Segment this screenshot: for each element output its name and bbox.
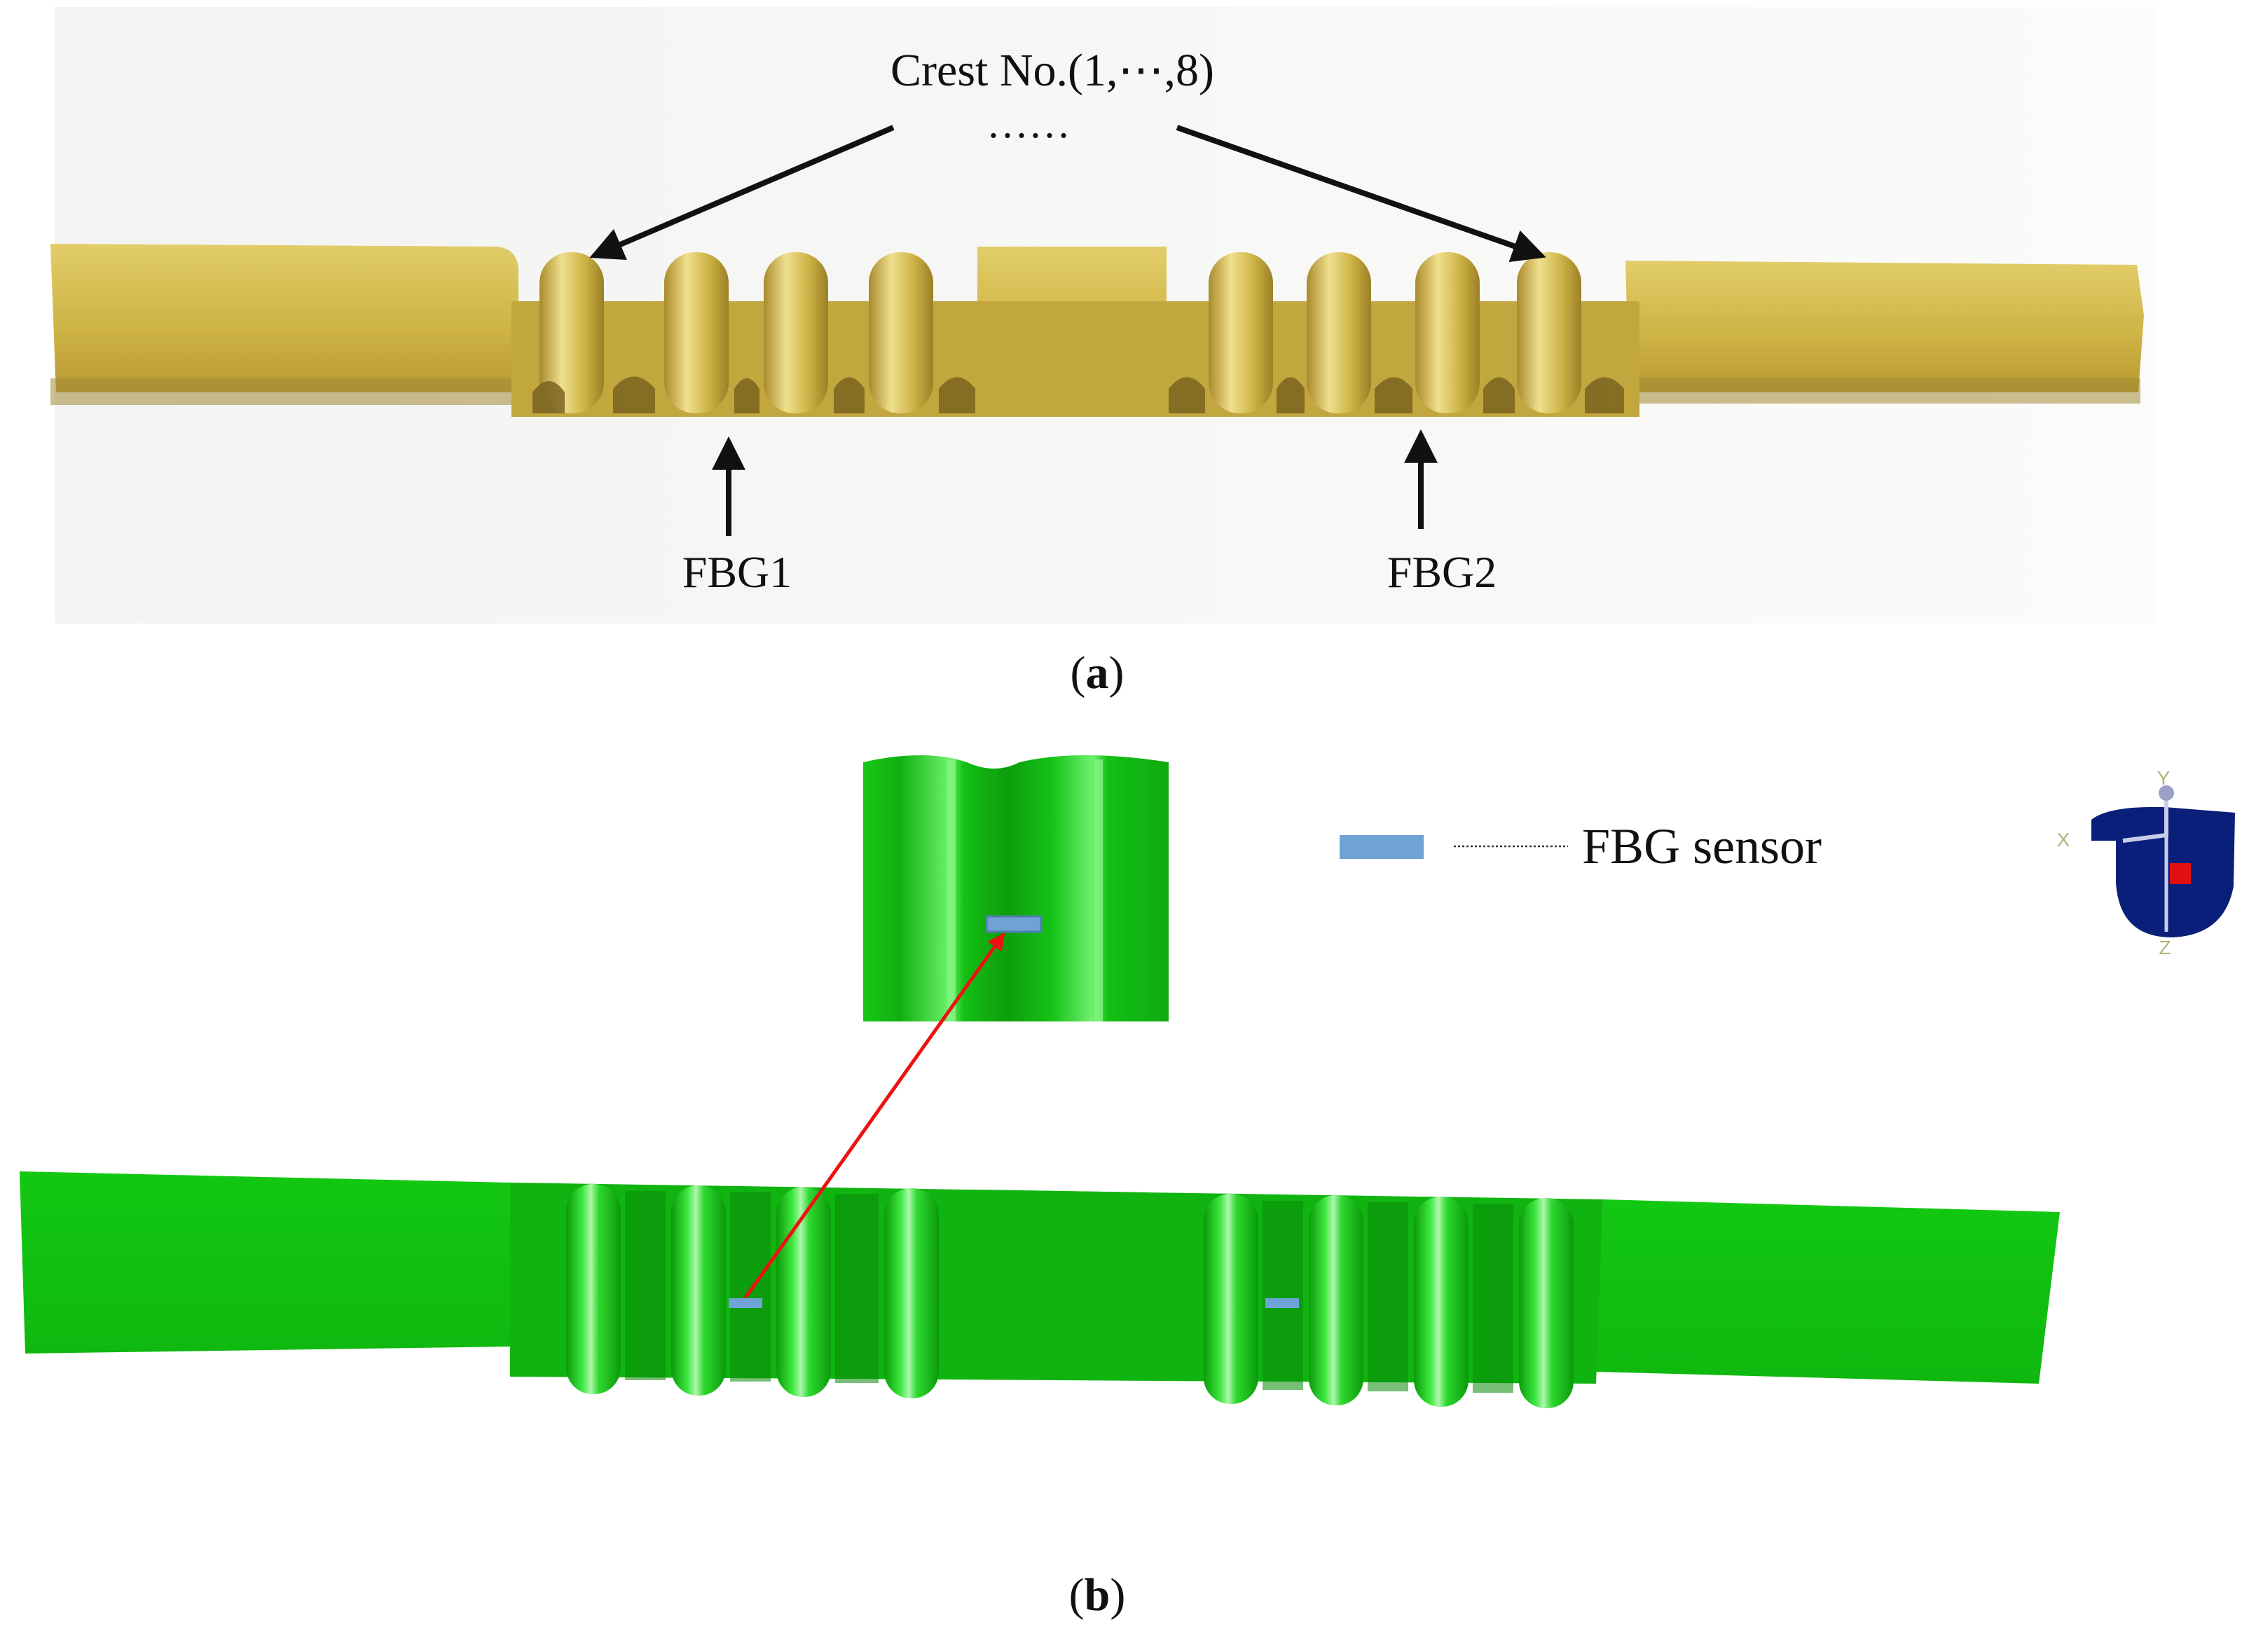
photo-crest-2 bbox=[664, 252, 729, 413]
triad-y-label: Y bbox=[2157, 767, 2171, 789]
photo-crest-1 bbox=[539, 252, 604, 413]
model-crest-3 bbox=[776, 1187, 831, 1397]
photo-crest-4 bbox=[869, 252, 933, 413]
crest-number-label: Crest No.(1,⋯,8) bbox=[890, 45, 1214, 96]
model-left-flat bbox=[20, 1171, 510, 1354]
legend-sensor-swatch bbox=[1340, 835, 1424, 859]
arrow-to-crest-8 bbox=[1176, 125, 1546, 263]
photo-crest-7 bbox=[1415, 252, 1480, 413]
specimen-right-edge bbox=[1625, 378, 2140, 404]
model-fbg-sensor-1 bbox=[729, 1298, 762, 1308]
zoom-inset-surface bbox=[863, 755, 1169, 1021]
model-fbg-sensor-2 bbox=[1265, 1298, 1299, 1308]
model-crest-4 bbox=[884, 1188, 939, 1398]
zoom-fbg-sensor bbox=[985, 915, 1043, 933]
triad-body bbox=[2091, 806, 2235, 937]
photo-crest-5 bbox=[1209, 252, 1273, 413]
triad-z-label: Z bbox=[2159, 937, 2171, 958]
model-crest-1 bbox=[566, 1184, 621, 1394]
panel-b: FBG sensor Y X Z bbox=[20, 755, 2235, 1620]
fe-strip-model bbox=[20, 1171, 2060, 1408]
panel-a: Crest No.(1,⋯,8) …… FBG1 FBG2 (a) bbox=[50, 7, 2157, 698]
photo-troughs bbox=[532, 376, 1624, 413]
legend-label: FBG sensor bbox=[1582, 818, 1822, 874]
zoom-inset bbox=[863, 755, 1169, 1021]
model-crest-6 bbox=[1309, 1195, 1363, 1405]
model-crest-7 bbox=[1414, 1197, 1469, 1407]
specimen-left-edge bbox=[50, 378, 520, 405]
model-crest-5 bbox=[1204, 1194, 1258, 1404]
model-crest-8 bbox=[1519, 1198, 1574, 1408]
zoom-crest-highlight-left bbox=[947, 759, 956, 1021]
triad-marker bbox=[2170, 863, 2191, 884]
model-right-flat bbox=[1596, 1199, 2060, 1384]
caption-a: (a) bbox=[1071, 647, 1124, 698]
photo-crest-6 bbox=[1307, 252, 1371, 413]
zoom-crest-highlight-right bbox=[1094, 759, 1103, 1021]
model-crest-2 bbox=[671, 1185, 726, 1396]
legend: FBG sensor bbox=[1340, 818, 1822, 874]
photo-crest-8 bbox=[1517, 252, 1581, 413]
specimen-left-end bbox=[50, 244, 519, 392]
specimen-photo bbox=[50, 244, 2144, 417]
fbg2-label: FBG2 bbox=[1387, 547, 1497, 597]
model-troughs bbox=[625, 1191, 1513, 1393]
specimen-right-end bbox=[1625, 261, 2144, 392]
arrow-to-crest-1 bbox=[589, 125, 895, 260]
triad-y-knob bbox=[2159, 785, 2174, 801]
fbg1-label: FBG1 bbox=[682, 547, 792, 597]
crest-ellipsis: …… bbox=[986, 100, 1071, 146]
photo-crest-3 bbox=[764, 252, 828, 413]
caption-b: (b) bbox=[1069, 1569, 1126, 1620]
axis-triad: Y X Z bbox=[2057, 767, 2235, 958]
zoom-leader-arrow bbox=[743, 932, 1005, 1299]
triad-x-label: X bbox=[2057, 829, 2070, 851]
